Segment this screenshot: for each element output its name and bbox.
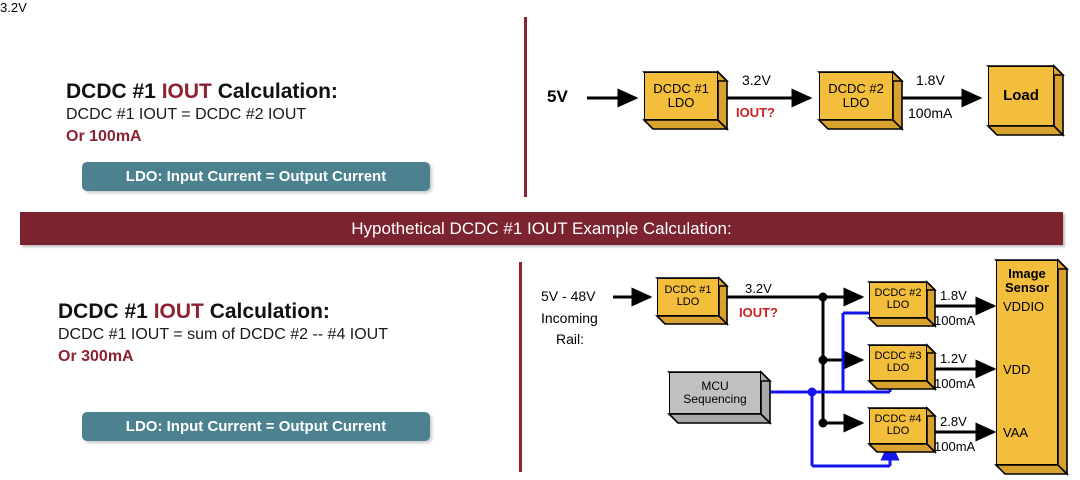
bottom-block-dcdc4-line1: DCDC #4 [874, 413, 922, 426]
bottom-headline-pre: DCDC #1 [58, 300, 154, 323]
top-wire2-current-label: 100mA [908, 105, 953, 121]
bottom-sensor-pin-vaa: VAA [1003, 425, 1029, 440]
bottom-sensor-pin-vddio: VDDIO [1003, 299, 1045, 314]
bottom-headline-highlight: IOUT [153, 300, 204, 323]
bottom-rail1-current: 100mA [934, 313, 976, 328]
bottom-rail3-current: 100mA [934, 439, 976, 454]
top-orline: Or 100mA [66, 128, 142, 145]
bottom-block-dcdc3-line2: LDO [886, 362, 910, 374]
top-headline-pre: DCDC #1 [66, 80, 162, 103]
bottom-block-dcdc2-line2: LDO [886, 299, 910, 311]
bottom-sensor-line1: Image [1008, 266, 1046, 281]
bottom-block-mcu: MCU Sequencing [667, 370, 772, 425]
top-wire1-voltage-label: 3.2V [742, 72, 771, 88]
bottom-block-dcdc3: DCDC #3 LDO [867, 343, 937, 391]
bottom-input-line2: Incoming [541, 310, 598, 326]
bottom-rail2-voltage: 1.2V [940, 351, 967, 366]
top-input-voltage-label: 5V [547, 87, 568, 106]
bottom-block-mcu-line2: Sequencing [683, 392, 747, 406]
bottom-block-dcdc4: DCDC #4 LDO [867, 406, 937, 454]
top-headline-highlight: IOUT [161, 80, 212, 103]
bottom-rail3-voltage: 2.8V [940, 414, 967, 429]
top-block-dcdc2-line1: DCDC #2 [828, 80, 884, 96]
top-headline-post: Calculation: [211, 80, 338, 103]
top-block-dcdc2: DCDC #2 LDO [817, 70, 904, 131]
bottom-rail1-voltage: 1.8V [940, 288, 967, 303]
bottom-block-dcdc2-line1: DCDC #2 [874, 287, 922, 300]
bottom-bus-voltage-text: 3.2V [745, 281, 772, 296]
top-ldo-note-pill[interactable]: LDO: Input Current = Output Current [82, 162, 430, 191]
bottom-orline: Or 300mA [58, 348, 134, 365]
top-wire1-current-label: IOUT? [736, 105, 775, 120]
bottom-block-image-sensor: Image Sensor [994, 258, 1069, 476]
bottom-block-dcdc2: DCDC #2 LDO [867, 280, 937, 328]
top-subline: DCDC #1 IOUT = DCDC #2 IOUT [66, 106, 307, 123]
bottom-block-dcdc1: DCDC #1 LDO [655, 276, 729, 326]
bottom-headline: DCDC #1 IOUT Calculation: [58, 300, 330, 324]
bottom-ldo-note-pill[interactable]: LDO: Input Current = Output Current [82, 412, 430, 441]
top-block-load: Load [986, 64, 1065, 137]
top-wire2-voltage-label: 1.8V [916, 72, 945, 88]
bottom-headline-post: Calculation: [203, 300, 330, 323]
bottom-sensor-pin-vdd: VDD [1003, 362, 1031, 377]
bottom-rail2-current: 100mA [934, 376, 976, 391]
top-section-divider [524, 17, 527, 197]
top-block-dcdc1-line1: DCDC #1 [653, 80, 709, 96]
top-block-dcdc1-line2: LDO [667, 95, 695, 110]
bottom-block-dcdc3-line1: DCDC #3 [874, 350, 922, 363]
bottom-block-dcdc1-line2: LDO [676, 296, 700, 308]
top-block-dcdc1: DCDC #1 LDO [642, 70, 729, 131]
bottom-bus-current-label: IOUT? [739, 305, 778, 320]
bottom-input-line1: 5V - 48V [541, 288, 596, 304]
bottom-section-divider [519, 262, 522, 472]
bottom-bus-voltage-label-pos: 3.2V [745, 281, 772, 296]
bottom-block-dcdc4-line2: LDO [886, 425, 910, 437]
top-block-dcdc2-line2: LDO [842, 95, 870, 110]
bottom-block-dcdc1-line1: DCDC #1 [664, 284, 712, 297]
top-headline: DCDC #1 IOUT Calculation: [66, 80, 338, 104]
bottom-sensor-line2: Sensor [1004, 280, 1050, 296]
bottom-subline: DCDC #1 IOUT = sum of DCDC #2 -- #4 IOUT [58, 326, 388, 343]
section-banner: Hypothetical DCDC #1 IOUT Example Calcul… [20, 212, 1063, 245]
bottom-bus-voltage-label: 3.2V [0, 0, 27, 15]
bottom-input-line3: Rail: [556, 331, 585, 347]
top-block-load-label: Load [1003, 86, 1039, 104]
bottom-block-mcu-line1: MCU [701, 379, 729, 394]
section-banner-text: Hypothetical DCDC #1 IOUT Example Calcul… [351, 218, 732, 238]
